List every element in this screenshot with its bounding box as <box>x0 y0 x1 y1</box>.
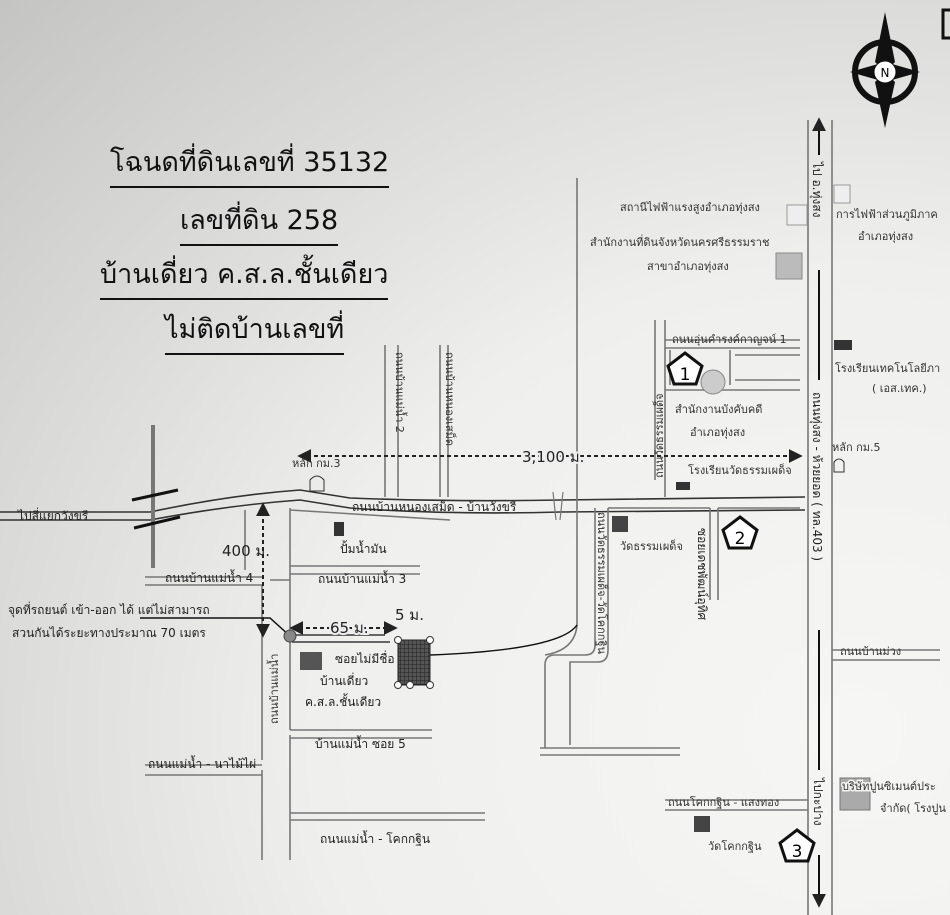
cement-company-logo-icon <box>839 777 871 811</box>
substation-icon <box>786 204 808 226</box>
access-road <box>140 617 578 656</box>
corner-frame <box>941 8 950 40</box>
access-note-line1: จุดที่รถยนต์ เข้า-ออก ได้ แต่ไม่สามารถ <box>8 601 210 618</box>
gas-station-icon <box>334 522 344 536</box>
pea-icon <box>833 184 851 204</box>
property-type-title: บ้านเดี่ยว ค.ส.ล.ชั้นเดียว <box>100 252 389 300</box>
label-khok-krathin-saengthong: ถนนโคกกฐิน - แสงทอง <box>668 795 779 809</box>
label-enforcement-1: สำนักงานบังคับคดี <box>675 403 762 416</box>
label-mae-nam-vertical: ถนนบ้านแม่น้ำ <box>266 654 281 724</box>
km-post-icon <box>309 475 325 492</box>
label-wat-school: โรงเรียนวัดธรรมเผด็จ <box>688 463 792 477</box>
label-wat-thamma-khok-road: ถนนวัดธรรมเผด็จ-วัดโคกกฐิน <box>595 512 609 655</box>
compass-letter: N <box>881 66 890 80</box>
access-note-line2: สวนกันได้ระยะทางประมาณ 70 เมตร <box>12 626 206 640</box>
enforcement-office-seal-icon <box>700 369 726 395</box>
marker-1: 1 <box>666 351 704 386</box>
distance-400-label: 400 ม. <box>222 542 270 560</box>
label-cement-1: บริษัทปูนซิเมนต์ประ <box>842 780 936 793</box>
label-mae-nam-khok-krathin: ถนนแม่น้ำ - โคกกฐิน <box>320 830 430 846</box>
temple-icon <box>694 816 710 832</box>
km-post-icon <box>833 458 845 473</box>
label-highway-403: ถนนทุ่งสง - ห้วยยอด ( ทล.403 ) <box>809 392 824 561</box>
label-pea-1: การไฟฟ้าส่วนภูมิภาค <box>836 208 938 221</box>
label-mae-nam-3: ถนนบ้านแม่น้ำ 3 <box>318 570 406 586</box>
label-land-office-1: สำนักงานที่ดินจังหวัดนครศรีธรรมราช <box>590 234 769 249</box>
access-point-marker <box>283 629 297 643</box>
label-tech-school-1: โรงเรียนเทคโนโลยีภา <box>835 361 940 375</box>
access-note-leader <box>140 617 291 637</box>
marker-2: 2 <box>721 515 759 550</box>
label-cement-2: จำกัด( โรงปูน <box>880 801 946 815</box>
marker-3: 3 <box>778 828 816 863</box>
label-enforcement-2: อำเภอทุ่งสง <box>690 426 745 439</box>
property-leader-line <box>429 624 578 656</box>
label-wat-thamma: วัดธรรมเผด็จ <box>620 539 683 553</box>
label-km5: หลัก กม.5 <box>832 441 881 454</box>
label-main-road: ถนนบ้านหนองเสม็ด - บ้านวังขรี <box>352 499 517 514</box>
label-tech-school-2: ( เอส.เทค.) <box>872 382 927 395</box>
label-mae-nam-4: ถนนบ้านแม่น้ำ 4 <box>165 569 253 585</box>
school-icon <box>834 340 852 350</box>
label-mae-nam-2: ถนนบ้านแม่น้ำ 2 <box>393 352 408 433</box>
school-icon <box>676 482 690 490</box>
label-un-kamrong: ถนนอุ่นคำรงค์กาญจน์ 1 <box>672 333 787 346</box>
label-mae-nam-soi5: บ้านแม่น้ำ ซอย 5 <box>315 735 406 751</box>
house-icon <box>300 652 322 670</box>
temple-icon <box>612 516 628 532</box>
main-road <box>0 425 806 568</box>
distance-3100-label: 3,100 ม. <box>522 448 584 466</box>
svg-text:2: 2 <box>735 529 746 549</box>
label-soi-det: ซอยเดชพัฒน์อุทิศ <box>694 528 709 620</box>
label-na-mai-phai: ถนนแม่น้ำ - นาไม้ไผ่ <box>148 755 256 771</box>
label-unnamed-soi: ซอยไม่มีชื่อ <box>335 650 395 666</box>
label-to-wangkhari: ไปสี่แยกวังขรี <box>17 507 89 523</box>
distance-65-label: 65 ม. <box>330 619 369 637</box>
north-arrow-icon: N <box>850 12 920 128</box>
label-wat-thamma-road: ถนนวัดธรรมเผด็จ <box>652 393 666 478</box>
label-ban-muang: ถนนบ้านม่วง <box>840 645 901 658</box>
title-deed-number: โฉนดที่ดินเลขที่ 35132 <box>110 140 390 188</box>
label-nong-samet: ถนนบ้านหนองเสม็ด <box>443 352 457 446</box>
label-property-type-2: ค.ส.ล.ชั้นเดียว <box>305 693 381 709</box>
label-substation: สถานีไฟฟ้าแรงสูงอำเภอทุ่งสง <box>620 201 760 214</box>
no-house-number: ไม่ติดบ้านเลขที่ <box>165 307 345 355</box>
label-km3: หลัก กม.3 <box>292 457 341 470</box>
label-to-kapang: ไปกะปาง <box>811 777 825 826</box>
label-to-thungsong: ไป อ.ทุ่งสง <box>809 161 824 217</box>
label-property-type-1: บ้านเดี่ยว <box>320 672 368 688</box>
svg-text:3: 3 <box>792 842 803 862</box>
label-pea-2: อำเภอทุ่งสง <box>858 230 913 243</box>
distance-5-label: 5 ม. <box>395 606 424 624</box>
land-office-seal-icon <box>775 252 803 280</box>
highway-403 <box>807 117 833 915</box>
bridge <box>131 488 181 530</box>
label-gas-station: ปั้มน้ำมัน <box>340 540 387 556</box>
svg-text:1: 1 <box>680 365 691 385</box>
property-plot <box>394 636 434 689</box>
label-land-office-2: สาขาอำเภอทุ่งสง <box>647 260 729 273</box>
land-number: เลขที่ดิน 258 <box>180 198 339 246</box>
label-wat-khok: วัดโคกกฐิน <box>708 839 762 853</box>
